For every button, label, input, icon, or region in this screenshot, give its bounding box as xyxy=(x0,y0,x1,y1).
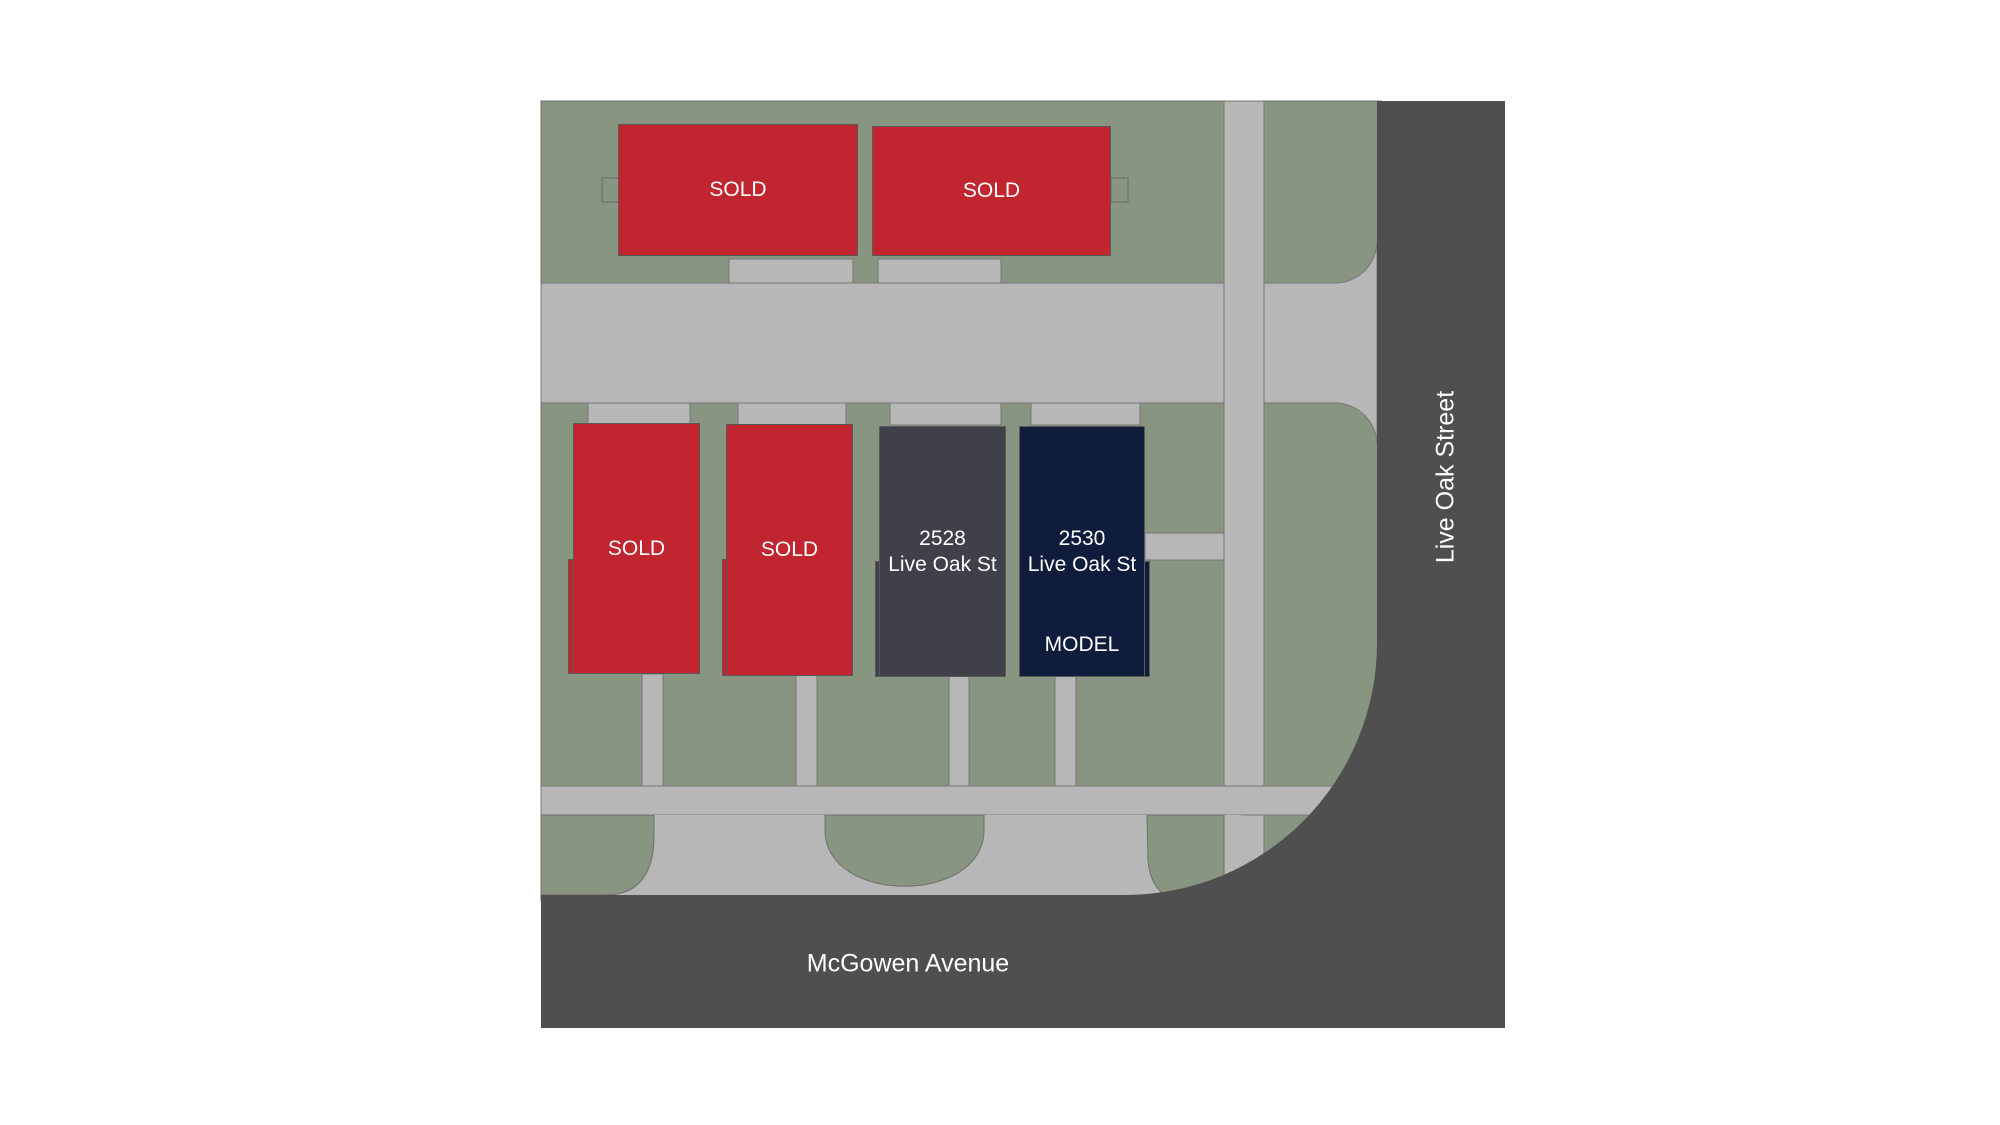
lot-sold[interactable]: SOLD xyxy=(726,424,853,676)
walkway xyxy=(1054,675,1077,787)
sidewalk-vertical xyxy=(1223,100,1265,902)
lot-status-label: SOLD xyxy=(962,179,1021,202)
driveway xyxy=(877,258,1002,284)
lot-number: 2530 xyxy=(1058,526,1106,550)
lot-sold[interactable]: SOLD xyxy=(872,126,1111,256)
driveway xyxy=(1030,402,1141,426)
driveway xyxy=(737,402,847,426)
lot-status-label: SOLD xyxy=(607,536,666,560)
lot-sold[interactable]: SOLD xyxy=(618,124,858,256)
driveway xyxy=(587,402,691,426)
lot-extension xyxy=(1140,561,1150,677)
grass-island xyxy=(824,814,985,887)
driveway xyxy=(889,402,1002,426)
street-label-live-oak: Live Oak Street xyxy=(1431,390,1460,564)
sidewalk-bottom xyxy=(540,785,1362,816)
driveway xyxy=(728,258,854,284)
street-label-mcgowen: McGowen Avenue xyxy=(806,949,1010,978)
lot-available-2528[interactable]: 2528 Live Oak St xyxy=(879,426,1006,677)
walkway xyxy=(641,673,664,787)
walkway xyxy=(1144,532,1225,561)
grass-island xyxy=(540,814,655,896)
road-live-oak-mcgowen xyxy=(541,101,1505,1028)
lot-street: Live Oak St xyxy=(888,552,997,576)
lot-status-label: SOLD xyxy=(760,538,819,561)
walkway xyxy=(948,675,970,787)
porch xyxy=(1110,177,1129,203)
lot-status-label: SOLD xyxy=(709,178,767,201)
lot-sold[interactable]: SOLD xyxy=(573,423,700,674)
walkway xyxy=(795,673,818,787)
lot-street: Live Oak St xyxy=(1027,552,1137,576)
model-tag: MODEL xyxy=(1044,633,1120,656)
lot-number: 2528 xyxy=(919,526,966,550)
lot-model-2530[interactable]: 2530 Live Oak St MODEL xyxy=(1019,426,1145,677)
